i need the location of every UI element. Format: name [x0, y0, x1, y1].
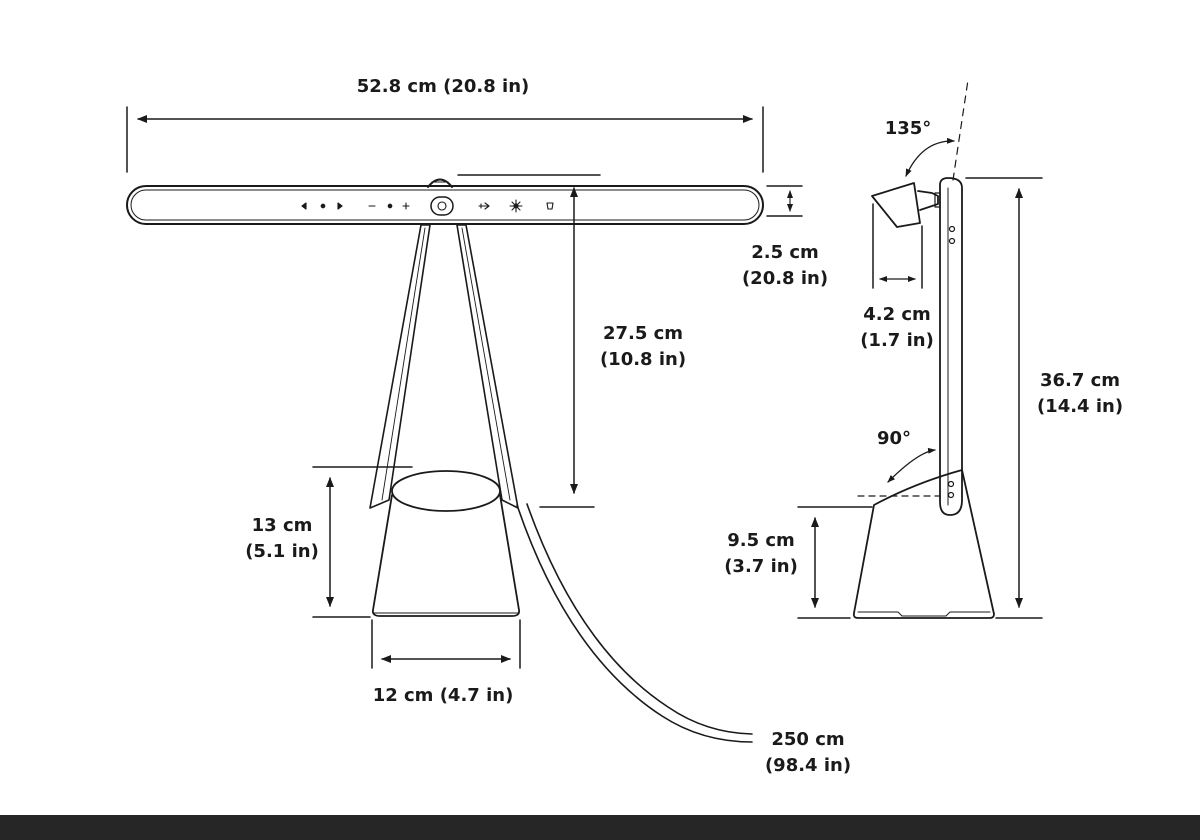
footer-bar: [0, 815, 1200, 840]
dim-base-width: [371, 619, 521, 669]
label-bar-height: 2.5 cm (20.8 in): [741, 242, 829, 289]
side-pole: [939, 177, 963, 516]
dot-icon: [387, 203, 393, 209]
dim-total-height-side: [965, 177, 1043, 619]
dot-icon: [320, 203, 326, 209]
power-cable: [516, 503, 753, 743]
arrow-right-icon: [337, 202, 343, 210]
label-lamp-height-front: 27.5 cm (10.8 in): [599, 323, 687, 370]
label-total-height-side: 36.7 cm (14.4 in): [1036, 370, 1124, 417]
mode-icon: [546, 202, 554, 210]
label-base-width: 12 cm (4.7 in): [372, 685, 514, 706]
sun-icon: [509, 199, 523, 213]
usb-icon: [478, 202, 490, 210]
label-arm-angle: 90°: [876, 428, 912, 449]
dim-bar-length: [126, 106, 764, 173]
dim-head-depth: [872, 203, 923, 289]
bar-pivot-knob: [427, 178, 453, 188]
angle-arc-90: [887, 447, 936, 483]
arrow-left-icon: [301, 202, 307, 210]
light-bar: [126, 185, 764, 225]
label-head-depth: 4.2 cm (1.7 in): [860, 304, 934, 351]
support-legs: [369, 224, 519, 509]
dim-base-height-side: [797, 506, 873, 619]
dim-lamp-height-front: [457, 174, 601, 508]
angle-arc-135: [905, 137, 955, 177]
label-bar-length: 52.8 cm (20.8 in): [356, 76, 530, 97]
diagram-drawing: [126, 79, 1043, 743]
control-panel: [301, 196, 554, 216]
label-cable-length: 250 cm (98.4 in): [764, 729, 852, 776]
side-base: [852, 469, 995, 619]
rotation-reference-dashed: [952, 79, 969, 181]
label-base-height-front: 13 cm (5.1 in): [245, 515, 319, 562]
power-button-icon: [430, 196, 454, 216]
lamp-head: [871, 182, 941, 228]
dim-base-height-front: [312, 466, 413, 618]
dim-bar-height: [766, 185, 803, 217]
front-base: [371, 470, 521, 617]
label-base-height-side: 9.5 cm (3.7 in): [724, 530, 798, 577]
plus-icon: [402, 202, 410, 210]
label-head-angle: 135°: [884, 118, 932, 139]
